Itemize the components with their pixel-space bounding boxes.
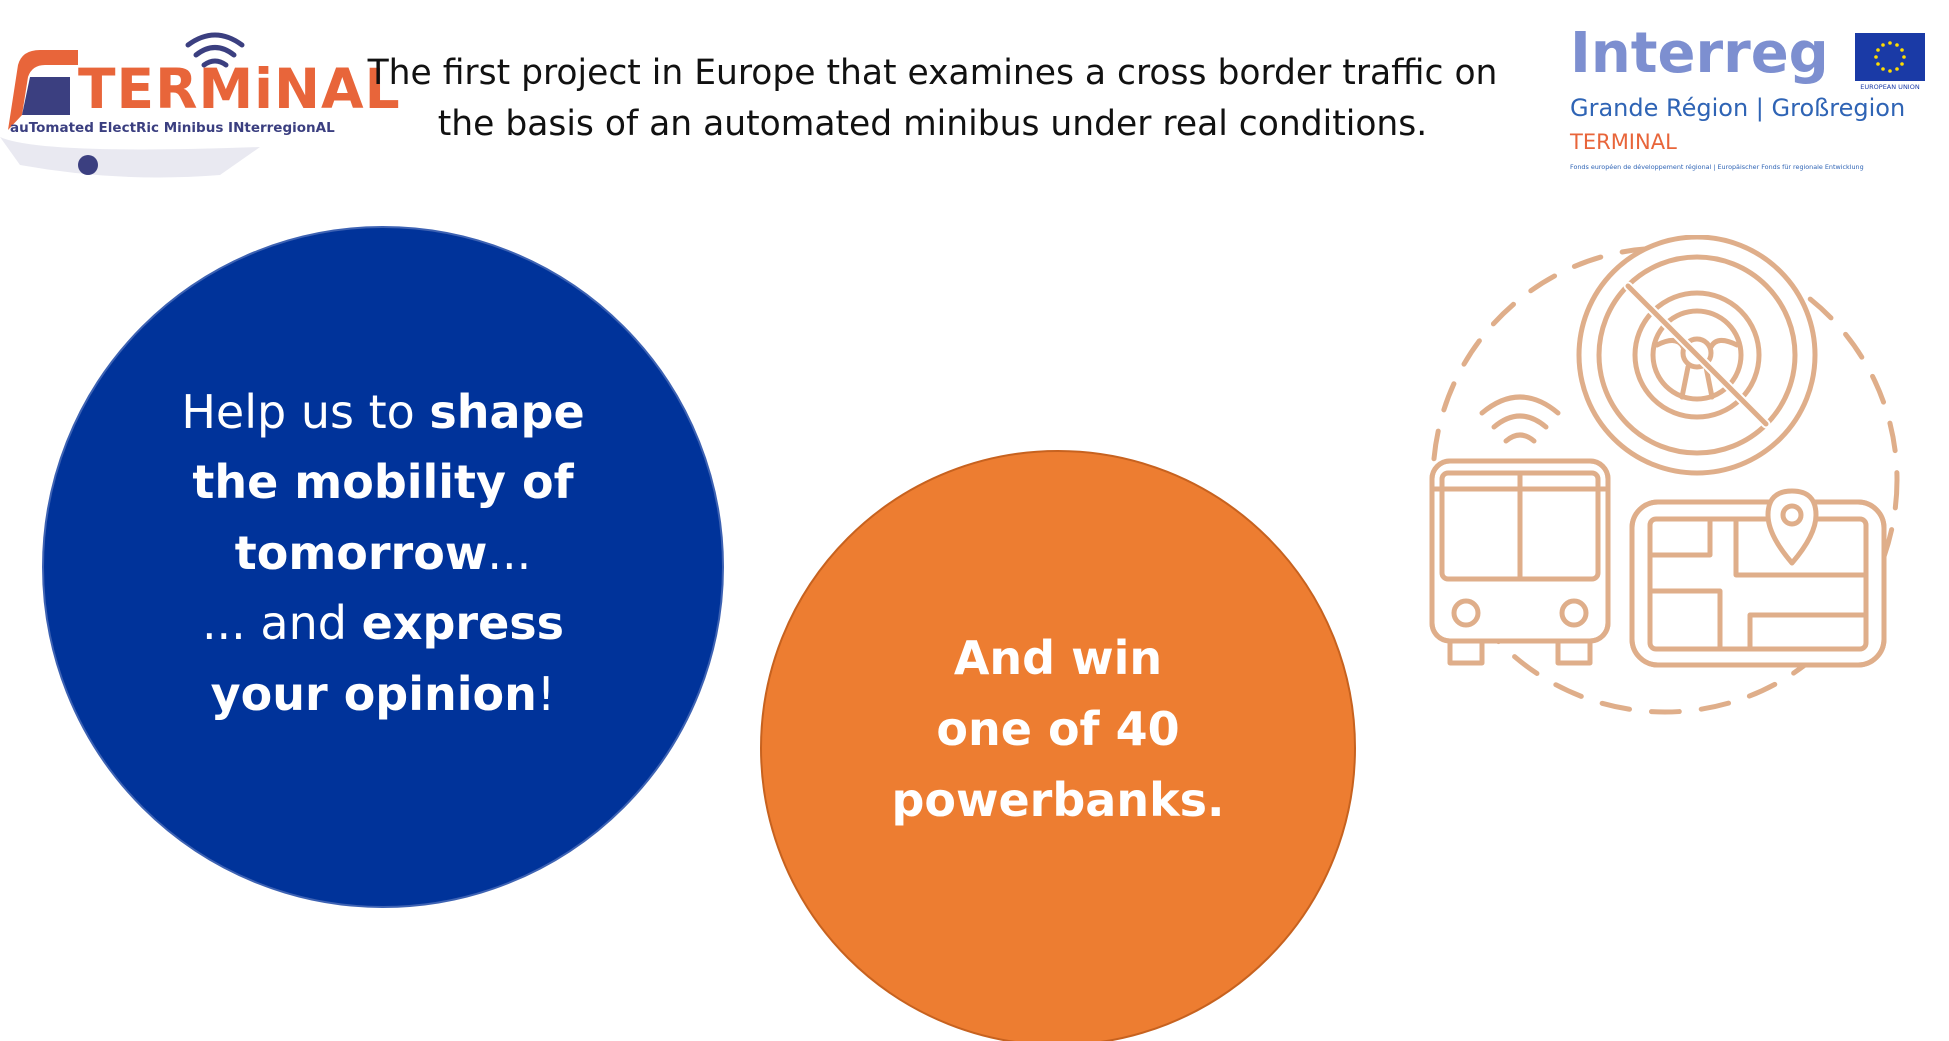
blue-line-5: your opinion! <box>181 659 584 730</box>
blue-line-1: Help us to shape <box>181 377 584 448</box>
terminal-logo: TERMiNAL auTomated ElectRic Minibus INte… <box>0 15 400 180</box>
wifi-icon <box>1479 394 1561 444</box>
interreg-project: TERMINAL <box>1570 130 1677 154</box>
blue-circle-text: Help us to shape the mobility of tomorro… <box>181 377 584 730</box>
bus-icon <box>1429 458 1611 666</box>
map-icon <box>1629 499 1887 668</box>
orange-line-1: And win <box>953 630 1163 685</box>
eu-label: EUROPEAN UNION <box>1860 83 1920 91</box>
location-pin-icon <box>1765 488 1819 566</box>
eu-flag-icon <box>1855 33 1925 81</box>
blue-line-4-bold: express <box>361 596 565 651</box>
interreg-logo: Interreg EUROPEAN UNION Grande Région | … <box>1570 26 1940 180</box>
interreg-fund: Fonds européen de développement régional… <box>1570 163 1864 171</box>
blue-line-4-pre: ... and <box>201 596 362 651</box>
orange-line-3: powerbanks. <box>891 772 1225 827</box>
blue-line-5-bold: your opinion <box>210 666 537 721</box>
terminal-tagline: auTomated ElectRic Minibus INterregionAL <box>10 120 335 136</box>
autonomous-bus-illustration <box>1420 234 1910 725</box>
blue-line-3-bold: tomorrow <box>234 525 488 580</box>
orange-circle-text: And win one of 40 powerbanks. <box>891 623 1224 836</box>
orange-circle: And win one of 40 powerbanks. <box>760 450 1356 1041</box>
headline-line-1: The first project in Europe that examine… <box>367 53 1498 93</box>
headline: The first project in Europe that examine… <box>360 48 1505 150</box>
blue-line-2: the mobility of <box>192 455 574 510</box>
interreg-wordmark: Interreg <box>1570 21 1829 86</box>
blue-circle: Help us to shape the mobility of tomorro… <box>42 226 724 908</box>
blue-line-1-bold: shape <box>429 384 585 439</box>
blue-line-5-post: ! <box>536 666 556 721</box>
terminal-wordmark: TERMiNAL <box>78 57 401 121</box>
interreg-region: Grande Région | Großregion <box>1570 94 1906 122</box>
blue-line-4: ... and express <box>181 588 584 659</box>
blue-line-3-post: ... <box>487 525 532 580</box>
minibus-logo-icon <box>0 32 260 178</box>
blue-line-1-pre: Help us to <box>181 384 430 439</box>
orange-line-2: one of 40 <box>936 701 1180 756</box>
headline-line-2: the basis of an automated minibus under … <box>437 104 1428 144</box>
no-steering-wheel-icon <box>1576 234 1818 476</box>
blue-line-3: tomorrow... <box>181 518 584 589</box>
